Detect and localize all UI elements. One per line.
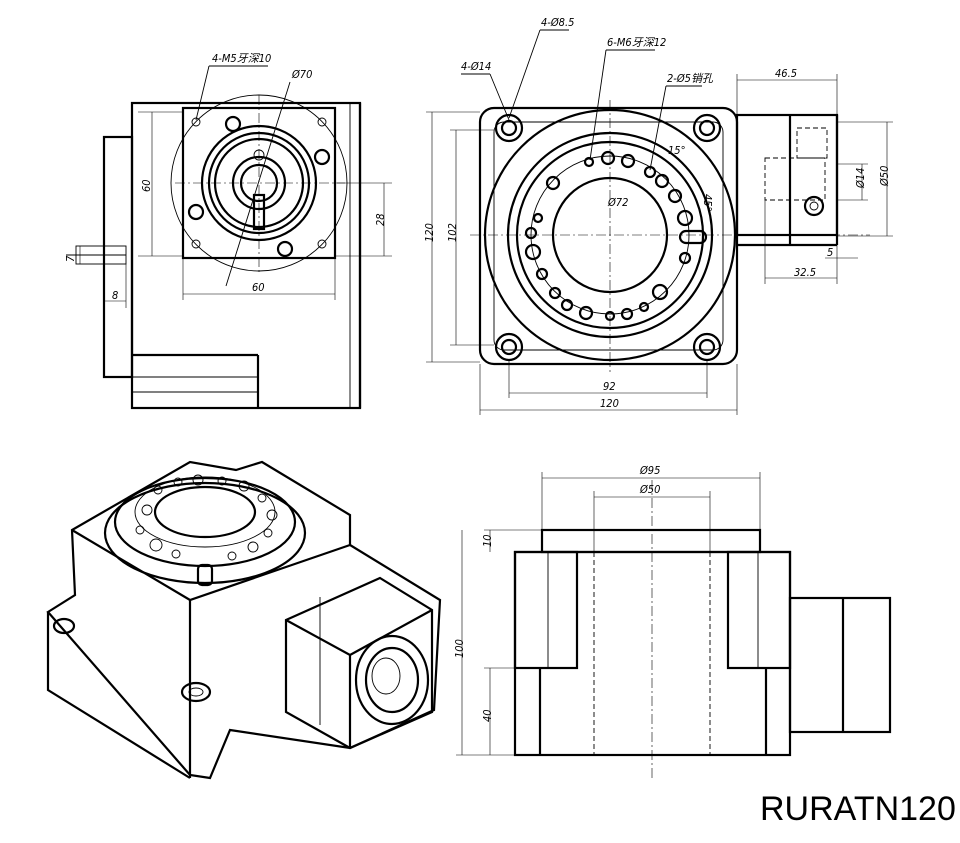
callout-m6-holes: 6-M6牙深12 bbox=[607, 36, 666, 49]
dim-shaft-7: 7 bbox=[64, 255, 77, 262]
dim-base-40: 40 bbox=[481, 709, 494, 722]
dim-total-100: 100 bbox=[453, 639, 466, 658]
dim-offset-28: 28 bbox=[374, 213, 387, 226]
callout-corner-holes: 4-Ø14 bbox=[461, 60, 491, 73]
dim-offset-5: 5 bbox=[827, 246, 833, 259]
dim-height-120: 120 bbox=[423, 223, 436, 242]
dim-h-10: 10 bbox=[481, 534, 494, 547]
dim-width-120: 120 bbox=[600, 397, 619, 410]
callout-pcd-72: Ø72 bbox=[607, 196, 628, 209]
callout-tapped-holes: 4-M5牙深10 bbox=[212, 52, 271, 65]
callout-through-holes: 4-Ø8.5 bbox=[541, 16, 574, 29]
model-number: RURATN120 bbox=[760, 790, 956, 828]
callout-pin-holes: 2-Ø5销孔 bbox=[667, 72, 714, 85]
dim-width-60: 60 bbox=[252, 281, 265, 294]
top-view: 4-Ø8.5 4-Ø14 6-M6牙深12 2-Ø5销孔 Ø72 15° 45°… bbox=[423, 16, 893, 415]
dim-inner-102: 102 bbox=[446, 223, 459, 242]
callout-angle-15: 15° bbox=[668, 144, 686, 157]
dim-hole-pitch-92: 92 bbox=[603, 380, 616, 393]
front-view: Ø95 Ø50 10 100 40 bbox=[453, 464, 892, 778]
side-view: 4-M5牙深10 Ø70 60 28 60 7 8 bbox=[64, 52, 392, 410]
dim-shaft-8: 8 bbox=[112, 289, 118, 302]
dim-bore-50: Ø50 bbox=[639, 483, 660, 496]
dim-height-60: 60 bbox=[140, 179, 153, 192]
dim-bore-14: Ø14 bbox=[854, 168, 867, 189]
callout-angle-45: 45° bbox=[701, 194, 714, 212]
dim-flange-50: Ø50 bbox=[878, 166, 891, 187]
dim-motor-46-5: 46.5 bbox=[775, 67, 797, 80]
dim-od-95: Ø95 bbox=[639, 464, 660, 477]
callout-pcd-70: Ø70 bbox=[291, 68, 312, 81]
dim-offset-32-5: 32.5 bbox=[794, 266, 816, 279]
isometric-view bbox=[46, 460, 442, 780]
